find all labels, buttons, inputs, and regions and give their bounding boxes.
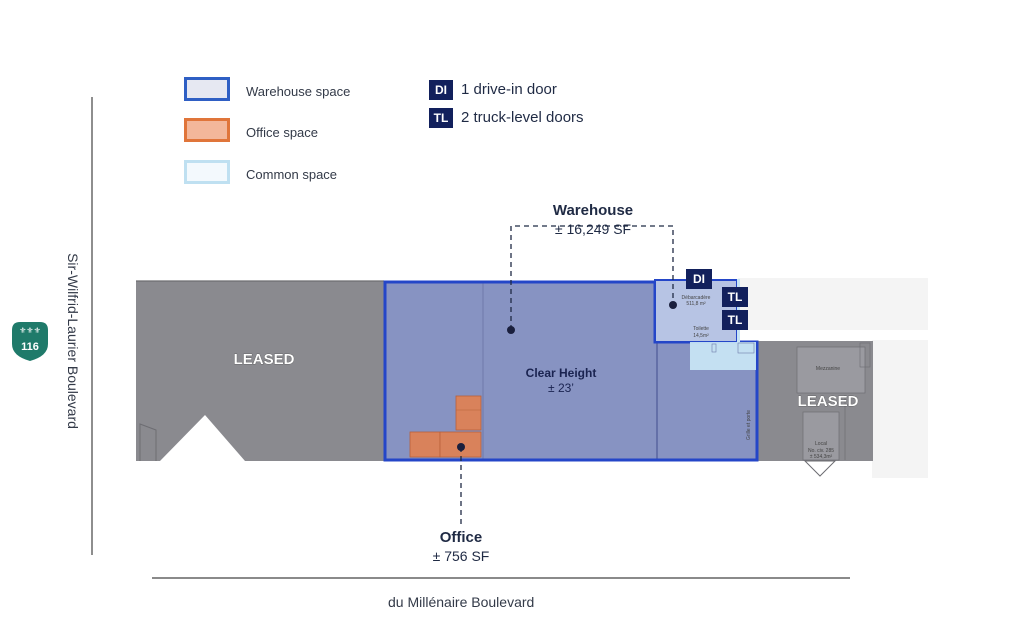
office-callout-title: Office [439,529,483,546]
warehouse-leader-dot [507,326,515,334]
dock-area-label: 511,8 m² [686,301,706,307]
civic-label: No. civ. 285 [808,448,834,454]
svg-text:TL: TL [728,313,743,327]
svg-text:⚜⚜⚜: ⚜⚜⚜ [19,326,41,335]
warehouse-callout-area: ± 16,249 SF [554,221,632,237]
clear-height-title: Clear Height [526,366,597,380]
legend-warehouse-swatch [184,77,230,101]
legend-common-label: Common space [246,167,338,182]
dock-label: Débarcadère [682,295,711,301]
leased-label-right: LEASED [798,393,859,410]
route-shield-number: 116 [21,341,39,353]
door-badge-di: DI [429,80,453,100]
dock-area: Débarcadère 511,8 m² Toilette 14,5m² [654,279,740,343]
mezzanine-label: Mezzanine [816,366,840,372]
plan-badge-di: DI [686,269,712,289]
local-label: Local [815,441,827,447]
svg-text:DI: DI [693,272,705,286]
leased-block-left: LEASED [136,280,384,461]
exit-grille-label: Grille et porte [746,410,752,440]
toilet-area-label: 14,5m² [693,333,709,339]
legend-common-swatch [184,160,230,184]
leased-block-right: Mezzanine Local No. civ. 285 ± 534,3m² L… [757,341,873,477]
svg-text:TL: TL [728,290,743,304]
leased-label-left: LEASED [234,351,295,368]
dock-leader-dot [669,301,677,309]
toilet-label: Toilette [693,326,709,332]
street-south: du Millénaire Boulevard [388,594,535,610]
legend-office-label: Office space [246,125,319,140]
door-badge-tl: TL [429,108,453,128]
plan-badge-tl-1: TL [722,287,748,307]
route-116-shield-icon: ⚜⚜⚜ 116 [12,322,48,361]
office-leader-dot [457,443,465,451]
legend-office-swatch [184,118,230,142]
common-space [690,342,756,370]
office-callout-area: ± 756 SF [432,548,490,564]
plan-badge-tl-2: TL [722,310,748,330]
warehouse-callout-title: Warehouse [552,202,634,219]
warehouse-leader-line [510,225,674,330]
door-label-tl: 2 truck-level doors [461,109,584,126]
local-area-label: ± 534,3m² [810,454,833,460]
legend-warehouse-label: Warehouse space [246,84,351,99]
door-label-di: 1 drive-in door [461,81,557,98]
clear-height-value: ± 23’ [548,381,574,395]
